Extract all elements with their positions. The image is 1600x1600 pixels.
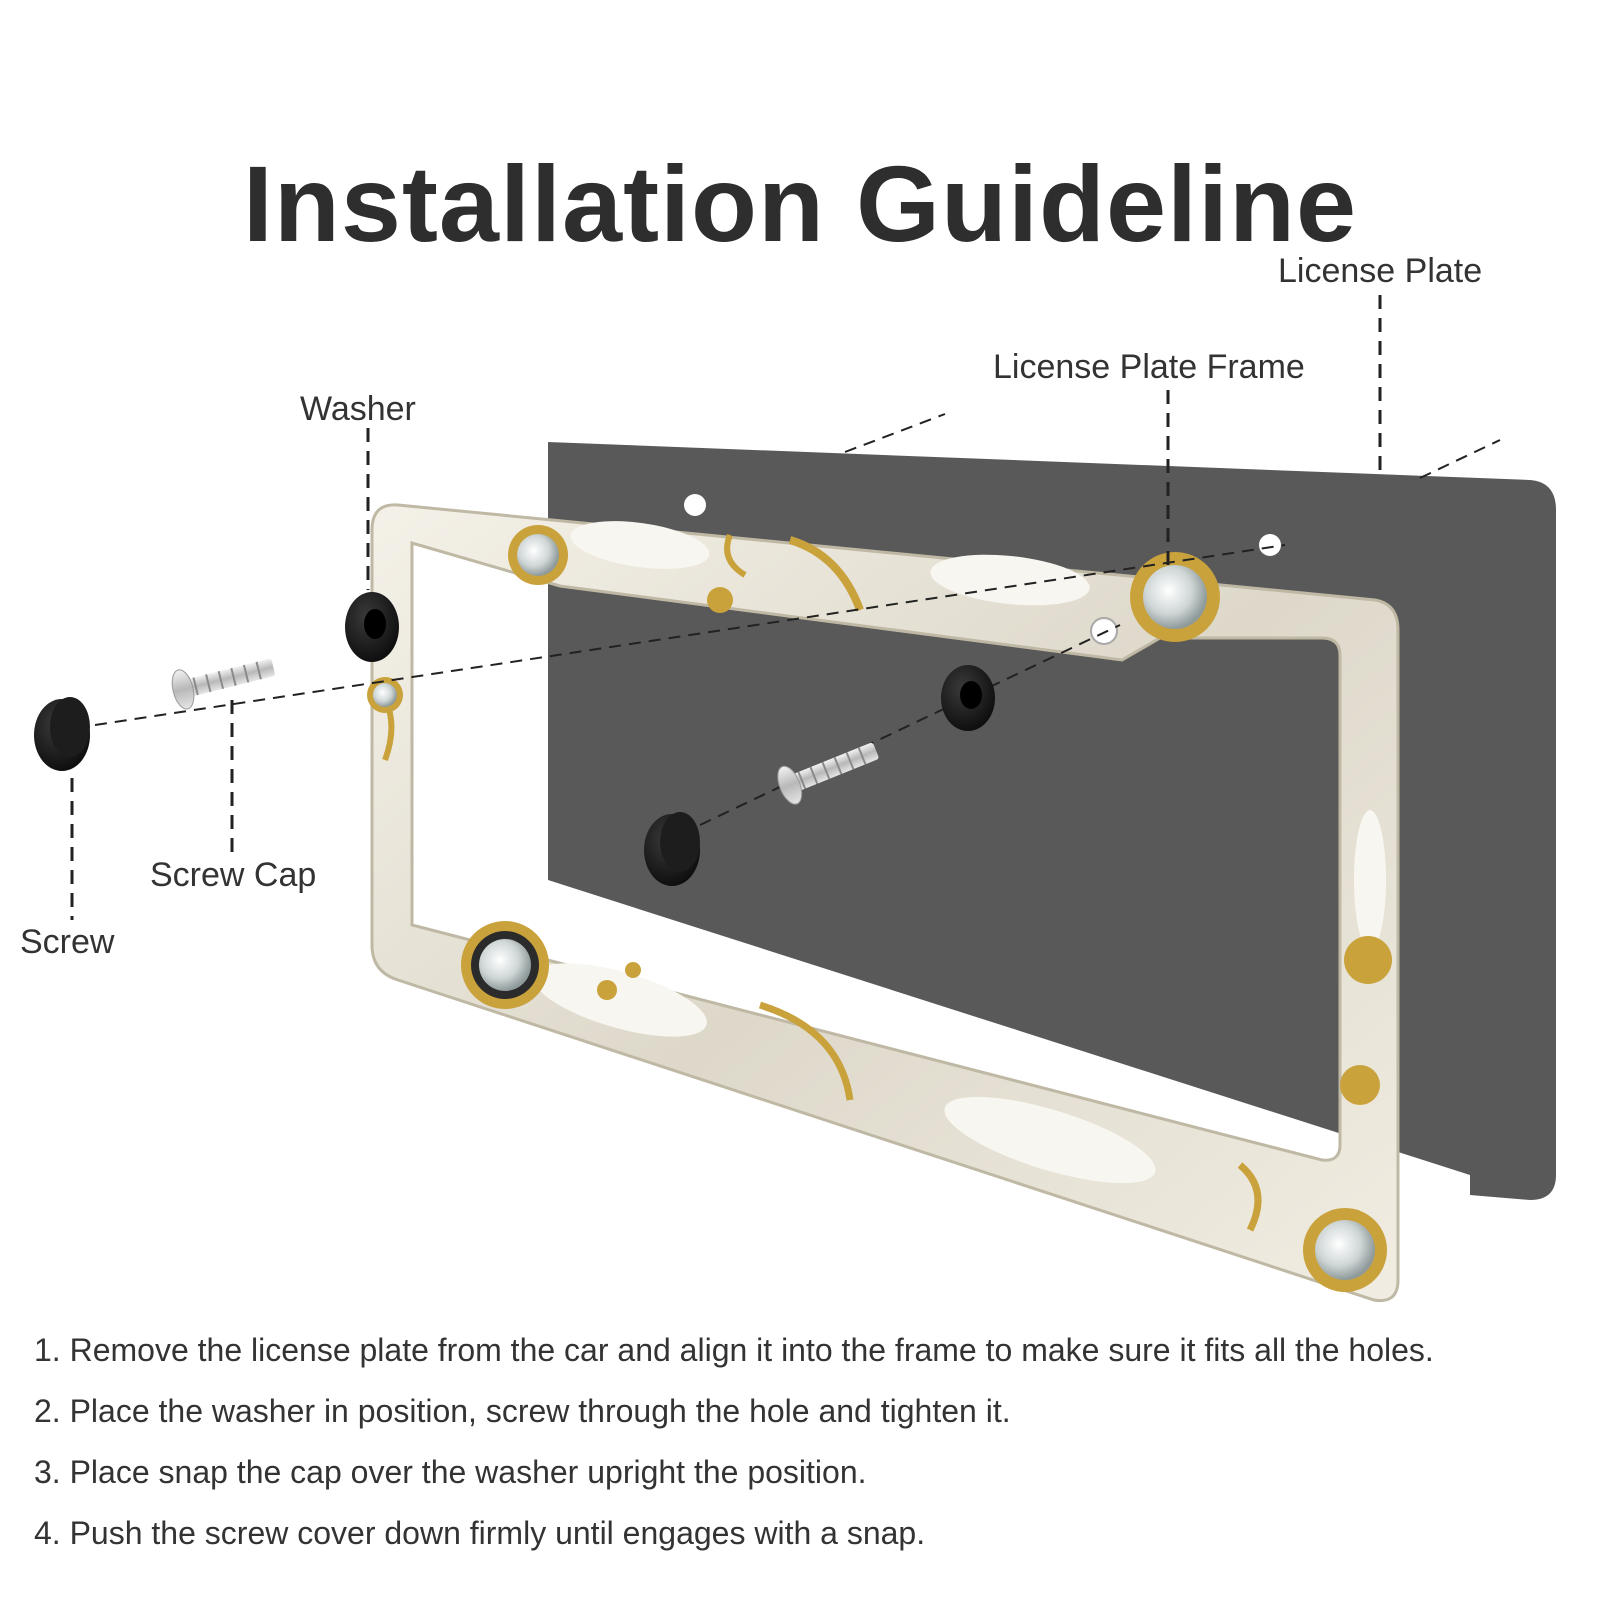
label-screw: Screw: [20, 923, 115, 961]
petal: [533, 963, 707, 1037]
washer-left: [345, 592, 399, 662]
frame-body: [370, 503, 1400, 1303]
label-license-plate: License Plate: [1278, 252, 1483, 290]
label-screw-cap: Screw Cap: [150, 856, 317, 894]
step-item: 4. Push the screw cover down firmly unti…: [34, 1515, 926, 1551]
screw-cap-right: [644, 812, 700, 886]
gold-scroll: [758, 1001, 854, 1101]
gold-bead: [597, 980, 617, 1000]
plate-hole-top-left: [684, 494, 706, 516]
gold-bead: [625, 962, 641, 978]
step-item: 1. Remove the license plate from the car…: [34, 1332, 1434, 1368]
plate-offset-line: [1419, 439, 1501, 479]
step-item: 3. Place snap the cap over the washer up…: [34, 1454, 867, 1490]
petal: [570, 521, 710, 569]
assembly-axis-left: [94, 544, 1286, 726]
label-washer: Washer: [300, 390, 416, 428]
step-item: 2. Place the washer in position, screw t…: [34, 1393, 1011, 1429]
assembly-axis-right: [699, 624, 1121, 826]
plate-offset-line: [844, 413, 946, 453]
gem-ornament: [461, 921, 549, 1009]
gem-ornament: [508, 525, 568, 585]
gold-bead: [1340, 1065, 1380, 1105]
screw-left: [171, 658, 275, 710]
license-plate-frame: [367, 503, 1400, 1303]
gold-bead: [1344, 936, 1392, 984]
plate-hole-top-right: [1259, 534, 1281, 556]
assembly-axis-lines: [94, 413, 1501, 826]
screw-cap-left: [34, 697, 90, 771]
gold-bead: [707, 587, 733, 613]
installation-steps: 1. Remove the license plate from the car…: [34, 1334, 1584, 1578]
gold-scroll: [788, 536, 864, 612]
gem-ornament: [1130, 552, 1220, 642]
frame-hole: [1090, 617, 1118, 645]
page-title: Installation Guideline: [242, 143, 1358, 265]
washer-right: [941, 665, 995, 731]
label-license-plate-frame: License Plate Frame: [993, 348, 1305, 386]
petal: [944, 1096, 1156, 1184]
label-leader-lines: [70, 295, 1382, 920]
gold-scroll: [1237, 1162, 1262, 1232]
petal: [1354, 810, 1386, 950]
gem-ornament: [367, 677, 403, 713]
gem-ornament: [1303, 1208, 1387, 1292]
gold-scroll: [724, 533, 747, 578]
screw-right: [777, 742, 879, 805]
